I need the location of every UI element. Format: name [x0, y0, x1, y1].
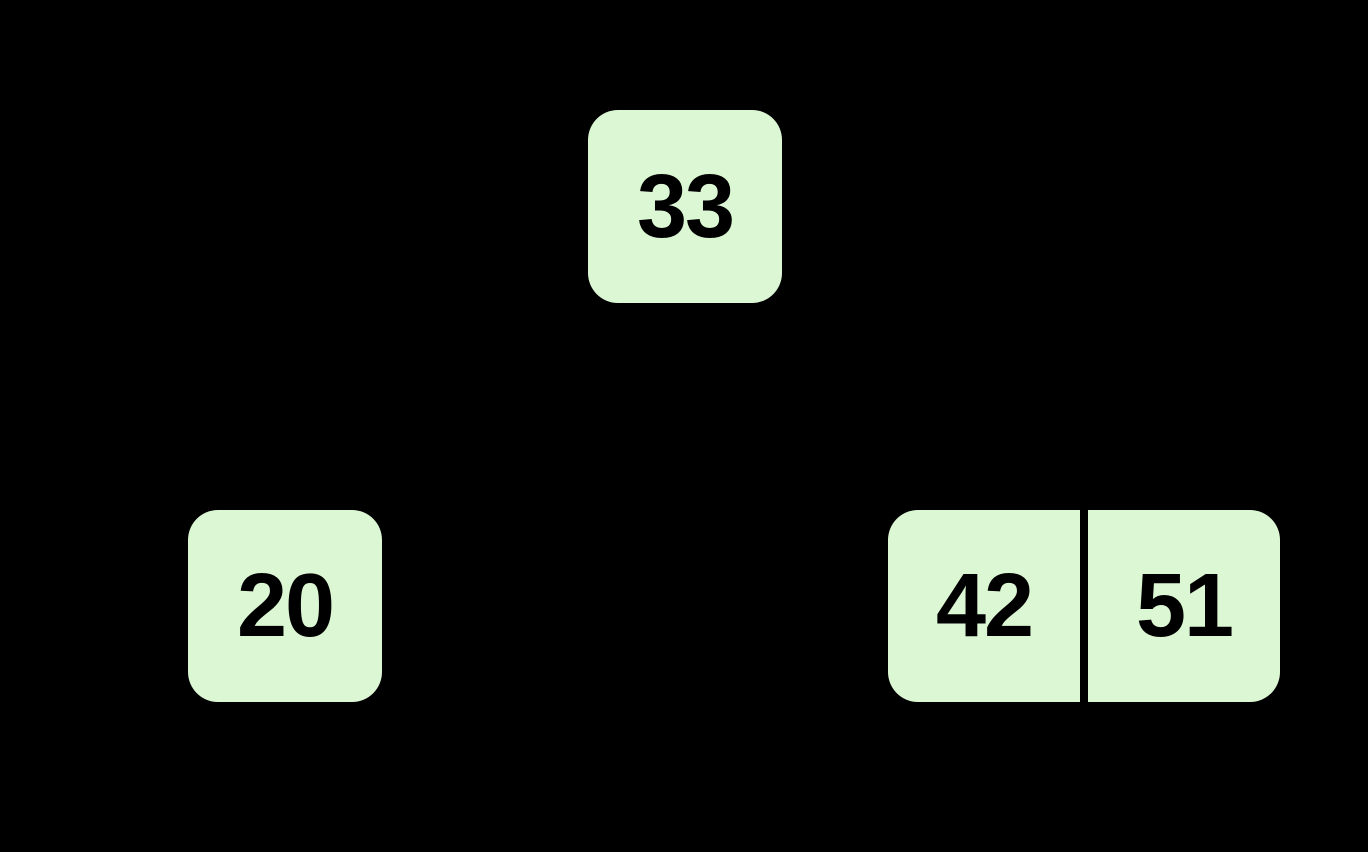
tree-node-left-child[interactable]: 20 [188, 510, 382, 702]
node-key-42: 42 [935, 556, 1034, 656]
node-cell-42[interactable]: 42 [888, 510, 1080, 702]
node-cell-51[interactable]: 51 [1088, 510, 1280, 702]
tree-node-root[interactable]: 33 [588, 110, 782, 303]
tree-node-right-child: 42 51 [888, 510, 1280, 702]
node-key-51: 51 [1135, 556, 1234, 656]
node-key-20: 20 [236, 556, 335, 656]
node-key-33: 33 [636, 156, 735, 257]
